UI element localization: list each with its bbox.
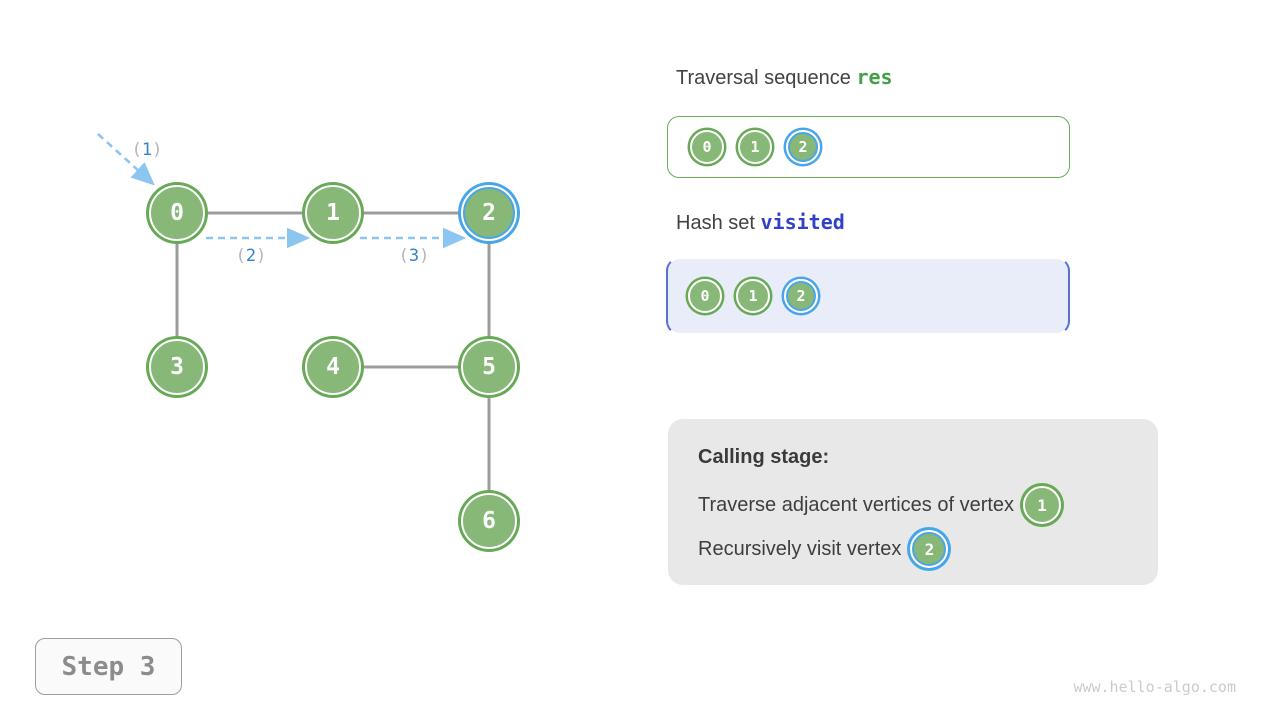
- node-label: 4: [326, 354, 340, 380]
- chip-label: 1: [748, 287, 758, 305]
- node-label: 2: [482, 200, 496, 226]
- chip-label: 1: [1037, 495, 1047, 515]
- traversal-sequence-title-text: Traversal sequence: [676, 67, 857, 89]
- graph-node-2-highlighted: 2: [461, 185, 517, 241]
- step-label: Step 3: [61, 651, 156, 682]
- traversal-sequence-title: Traversal sequence res: [676, 65, 893, 90]
- chip-label: 2: [796, 287, 806, 305]
- vertex-chip-1: 1: [1023, 486, 1062, 524]
- annotation-paren: (: [235, 246, 246, 266]
- annotation-paren: ): [256, 246, 267, 266]
- annotation-paren: (: [398, 246, 409, 266]
- node-label: 3: [170, 354, 184, 380]
- arrow-annotation-1: (1): [132, 140, 163, 160]
- sequence-item-0: 0: [690, 130, 724, 164]
- arrow-annotation-3: (3): [399, 246, 430, 266]
- chip-label: 2: [798, 138, 808, 156]
- calling-stage-box: Calling stage: Traverse adjacent vertice…: [668, 419, 1158, 585]
- calling-stage-line-2: Recursively visit vertex 2: [698, 527, 1130, 571]
- node-label: 1: [326, 200, 340, 226]
- graph-node-0: 0: [149, 185, 205, 241]
- graph-node-1: 1: [305, 185, 361, 241]
- calling-stage-title: Calling stage:: [698, 446, 830, 468]
- watermark: www.hello-algo.com: [1073, 678, 1236, 696]
- hash-set-title: Hash set visited: [676, 210, 845, 235]
- traversal-sequence-box: 0 1 2: [667, 116, 1070, 178]
- calling-line-text: Recursively visit vertex: [698, 537, 902, 560]
- chip-label: 1: [750, 138, 760, 156]
- graph-node-6: 6: [461, 493, 517, 549]
- arrow-annotation-2: (2): [236, 246, 267, 266]
- graph-node-3: 3: [149, 339, 205, 395]
- node-label: 0: [170, 200, 184, 226]
- visited-variable-label: visited: [760, 210, 845, 234]
- vertex-chip-2-highlighted: 2: [910, 530, 949, 568]
- chip-label: 2: [924, 539, 935, 559]
- calling-stage-line-1: Traverse adjacent vertices of vertex 1: [698, 483, 1130, 527]
- hash-set-title-text: Hash set: [676, 212, 761, 234]
- hash-set-item-2-highlighted: 2: [784, 279, 818, 313]
- step-indicator: Step 3: [35, 638, 182, 695]
- graph-node-5: 5: [461, 339, 517, 395]
- sequence-item-1: 1: [738, 130, 772, 164]
- hash-set-box: 0 1 2: [666, 257, 1070, 335]
- annotation-number: 1: [141, 140, 153, 160]
- sequence-item-2-highlighted: 2: [786, 130, 820, 164]
- res-variable-label: res: [856, 65, 893, 89]
- calling-line-text: Traverse adjacent vertices of vertex: [698, 493, 1015, 516]
- annotation-number: 2: [245, 246, 257, 266]
- node-label: 6: [482, 508, 496, 534]
- annotation-paren: ): [152, 140, 163, 160]
- hash-set-item-1: 1: [736, 279, 770, 313]
- hash-set-item-0: 0: [688, 279, 722, 313]
- graph-node-4: 4: [305, 339, 361, 395]
- chip-label: 0: [700, 287, 710, 305]
- node-label: 5: [482, 354, 496, 380]
- annotation-paren: ): [419, 246, 430, 266]
- chip-label: 0: [702, 138, 712, 156]
- annotation-paren: (: [131, 140, 142, 160]
- annotation-number: 3: [408, 246, 420, 266]
